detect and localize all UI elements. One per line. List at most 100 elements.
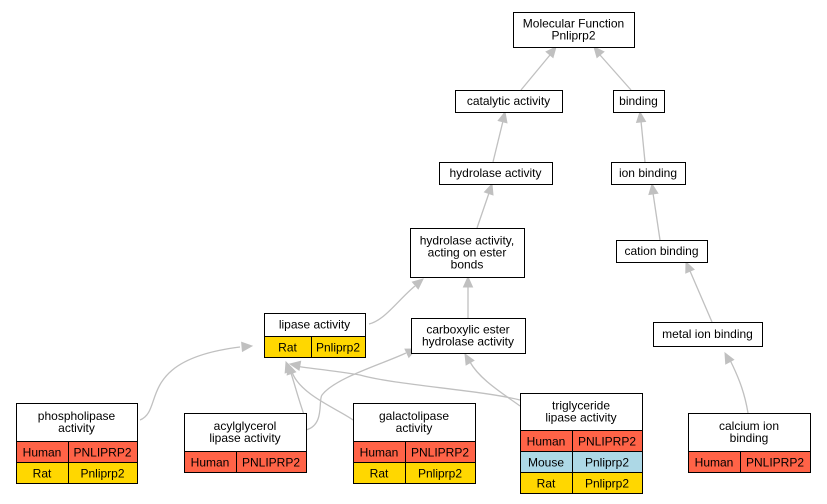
arrow-head-icon xyxy=(483,182,494,196)
arrow-head-icon xyxy=(462,275,474,288)
node-ion-binding[interactable]: ion binding xyxy=(611,162,686,185)
edge-cation-binding-to-ion-binding xyxy=(648,182,661,241)
node-label: phospholipase xyxy=(38,409,116,423)
node-label: binding xyxy=(619,94,658,108)
node-label: calcium ion xyxy=(719,419,779,433)
node-binding[interactable]: binding xyxy=(613,90,665,113)
edge-triglyceride-to-carboxylic-ester xyxy=(464,352,521,407)
node-label: bonds xyxy=(451,258,484,272)
edge-carboxylic-ester-to-hydrolase-ester xyxy=(462,275,474,318)
node-label: ion binding xyxy=(619,166,677,180)
node-box xyxy=(611,162,686,185)
species-label: Human xyxy=(23,446,62,460)
edge-ion-binding-to-binding xyxy=(635,110,647,163)
edge-lipase-activity-to-hydrolase-ester xyxy=(368,278,424,325)
node-label: Molecular Function xyxy=(523,17,624,31)
species-label: Rat xyxy=(33,467,52,481)
node-hydrolase-activity[interactable]: hydrolase activity xyxy=(439,162,553,185)
edge-line xyxy=(476,192,490,229)
gene-label: PNLIPRP2 xyxy=(73,446,131,460)
arrow-head-icon xyxy=(464,352,475,366)
gene-cell xyxy=(311,336,366,358)
node-label: lipase activity xyxy=(209,431,280,445)
edge-line xyxy=(492,120,504,163)
edge-line xyxy=(368,285,416,325)
node-label: hydrolase activity xyxy=(449,166,541,180)
node-label: activity xyxy=(58,421,95,435)
node-box xyxy=(616,240,708,263)
edges-layer xyxy=(139,46,749,431)
gene-label: Pnliprp2 xyxy=(418,467,462,481)
node-cation-binding[interactable]: cation binding xyxy=(616,240,708,263)
node-box xyxy=(513,12,635,48)
arrow-head-icon xyxy=(685,260,695,274)
gene-label: Pnliprp2 xyxy=(585,456,629,470)
arrow-head-icon xyxy=(545,46,557,59)
gene-label: PNLIPRP2 xyxy=(242,456,300,470)
node-label: acting on ester xyxy=(428,246,507,260)
arrow-head-icon xyxy=(635,110,647,123)
gene-label: PNLIPRP2 xyxy=(746,456,804,470)
arrow-head-icon xyxy=(724,351,735,365)
gene-label: Pnliprp2 xyxy=(585,477,629,491)
arrow-head-icon xyxy=(593,46,605,59)
node-box xyxy=(653,322,763,347)
edge-line xyxy=(652,192,661,241)
node-label: hydrolase activity, xyxy=(420,234,514,248)
edge-line xyxy=(689,270,713,323)
edge-line xyxy=(295,365,521,401)
gene-cell xyxy=(740,451,811,473)
edge-triglyceride-to-lipase-activity xyxy=(288,360,521,401)
node-box xyxy=(410,228,525,278)
node-label: catalytic activity xyxy=(467,94,550,108)
node-box xyxy=(411,318,526,354)
arrow-head-icon xyxy=(241,341,254,353)
node-label: galactolipase xyxy=(379,409,449,423)
gene-label: PNLIPRP2 xyxy=(411,446,469,460)
gene-label: PNLIPRP2 xyxy=(578,435,636,449)
node-label: binding xyxy=(730,431,769,445)
species-label: Human xyxy=(527,435,566,449)
node-metal-ion-binding[interactable]: metal ion binding xyxy=(653,322,763,347)
species-label: Mouse xyxy=(528,456,564,470)
edge-line xyxy=(520,54,551,91)
edge-metal-ion-binding-to-cation-binding xyxy=(685,260,713,323)
node-catalytic-activity[interactable]: catalytic activity xyxy=(455,90,563,113)
node-label: carboxylic ester xyxy=(426,323,509,337)
species-label: Human xyxy=(191,456,230,470)
gene-label: Pnliprp2 xyxy=(316,341,360,355)
species-label: Rat xyxy=(370,467,389,481)
edge-phospholipase-to-lipase-activity xyxy=(139,341,254,421)
node-label: triglyceride xyxy=(552,399,610,413)
species-label: Human xyxy=(695,456,734,470)
edge-hydrolase-ester-to-hydrolase-activity xyxy=(476,182,494,229)
gene-cell xyxy=(68,462,138,484)
species-label: Rat xyxy=(278,341,297,355)
node-label: acylglycerol xyxy=(214,419,277,433)
node-label: Pnliprp2 xyxy=(551,29,595,43)
arrow-head-icon xyxy=(411,278,424,290)
arrow-head-icon xyxy=(497,110,508,124)
gene-cell xyxy=(405,462,476,484)
edge-line xyxy=(729,359,749,414)
arrow-head-icon xyxy=(286,362,297,376)
arrow-head-icon xyxy=(648,182,659,196)
arrow-head-icon xyxy=(288,360,302,372)
edge-line xyxy=(469,361,521,407)
node-label: metal ion binding xyxy=(662,327,753,341)
node-box xyxy=(439,162,553,185)
edge-binding-to-molecular-function xyxy=(593,46,632,91)
node-box xyxy=(613,90,665,113)
node-label: activity xyxy=(396,421,433,435)
